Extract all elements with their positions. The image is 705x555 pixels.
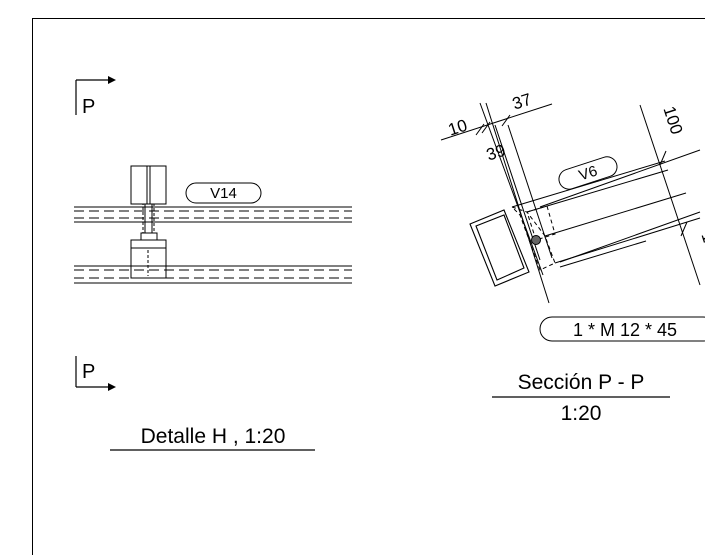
column-connection	[130, 165, 167, 279]
dim-37-label: 37	[510, 90, 534, 114]
section-mark-top: P	[75, 76, 116, 118]
dim-100-side-label: 100	[697, 230, 705, 263]
section-mark-bottom: P	[75, 356, 116, 391]
bolt	[531, 235, 541, 245]
beam-tag-v6-label: V6	[577, 163, 600, 185]
section-title: Sección P - P 1:20	[492, 371, 670, 425]
beam-v6	[511, 160, 701, 271]
beam-tag-v14: V14	[185, 182, 262, 204]
detail-h: P P	[74, 76, 352, 451]
end-plate	[469, 209, 530, 287]
bolt-tag-label: 1 * M 12 * 45	[573, 320, 677, 340]
beam-tag-v14-label: V14	[210, 185, 237, 202]
section-mark-top-label: P	[82, 96, 95, 118]
bolt-tag: 1 * M 12 * 45	[539, 316, 705, 342]
beam-tag-v6: V6	[558, 156, 618, 190]
section-scale-text: 1:20	[561, 402, 602, 425]
section-mark-bottom-label: P	[82, 361, 95, 383]
detail-title: Detalle H , 1:20	[110, 425, 315, 451]
dimension-lines	[440, 102, 701, 304]
dim-39-label: 39	[484, 141, 508, 165]
lower-beam	[74, 265, 352, 284]
detail-title-text: Detalle H , 1:20	[141, 425, 286, 448]
upper-beam	[74, 206, 352, 223]
section-pp: 10 37 39 100 100 V6 1 * M 12 * 45 Secció…	[440, 90, 705, 425]
sheet-frame	[32, 18, 705, 555]
dim-100-top-label: 100	[659, 104, 686, 137]
section-title-text: Sección P - P	[518, 371, 645, 394]
dim-10-label: 10	[446, 116, 470, 140]
